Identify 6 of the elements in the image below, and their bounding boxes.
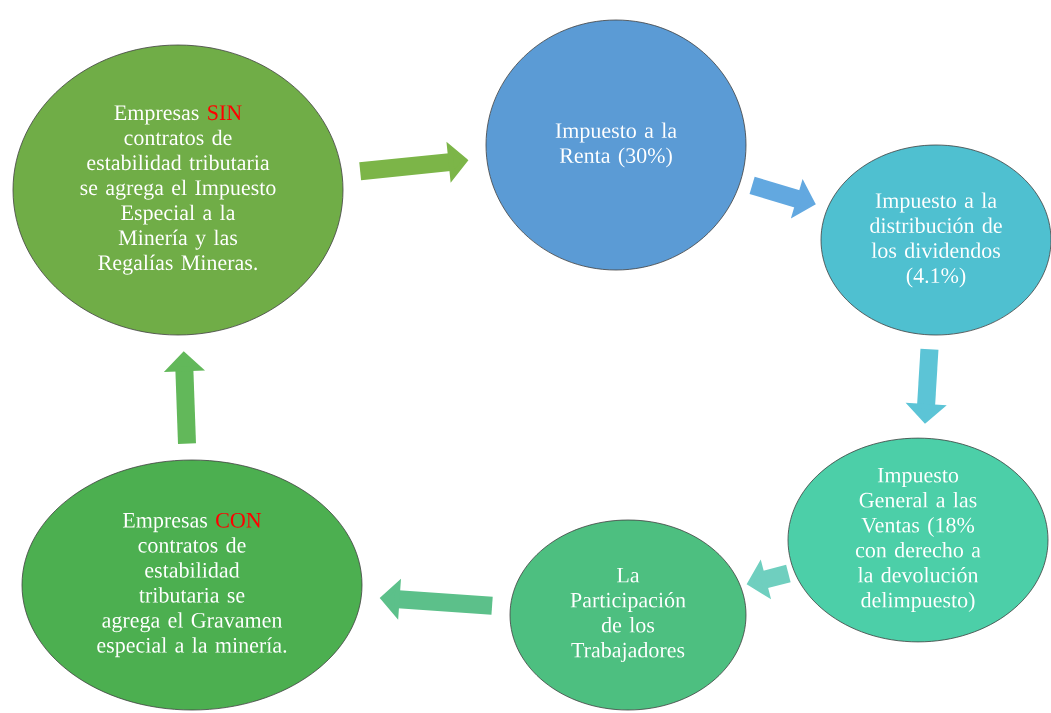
ellipse-node: Impuesto a la distribución de los dividendos (4.1%) [820,144,1051,336]
ellipse-node: La Participación de los Trabajadores [509,519,747,711]
ellipse-node: Impuesto a la Renta (30%) [485,19,747,271]
ellipse-node: Empresas CON contratos de estabilidad tributaria se agrega el Gravamen especial a la minería. [21,459,363,711]
ellipse-node: Impuesto General a las Ventas (18% con derecho a la devolución delimpuesto) [787,437,1049,643]
ellipse-node: Empresas SIN contratos de estabilidad tributaria se agrega el Impuesto Especial a la Minería y las Regalías Mineras. [12,44,344,336]
